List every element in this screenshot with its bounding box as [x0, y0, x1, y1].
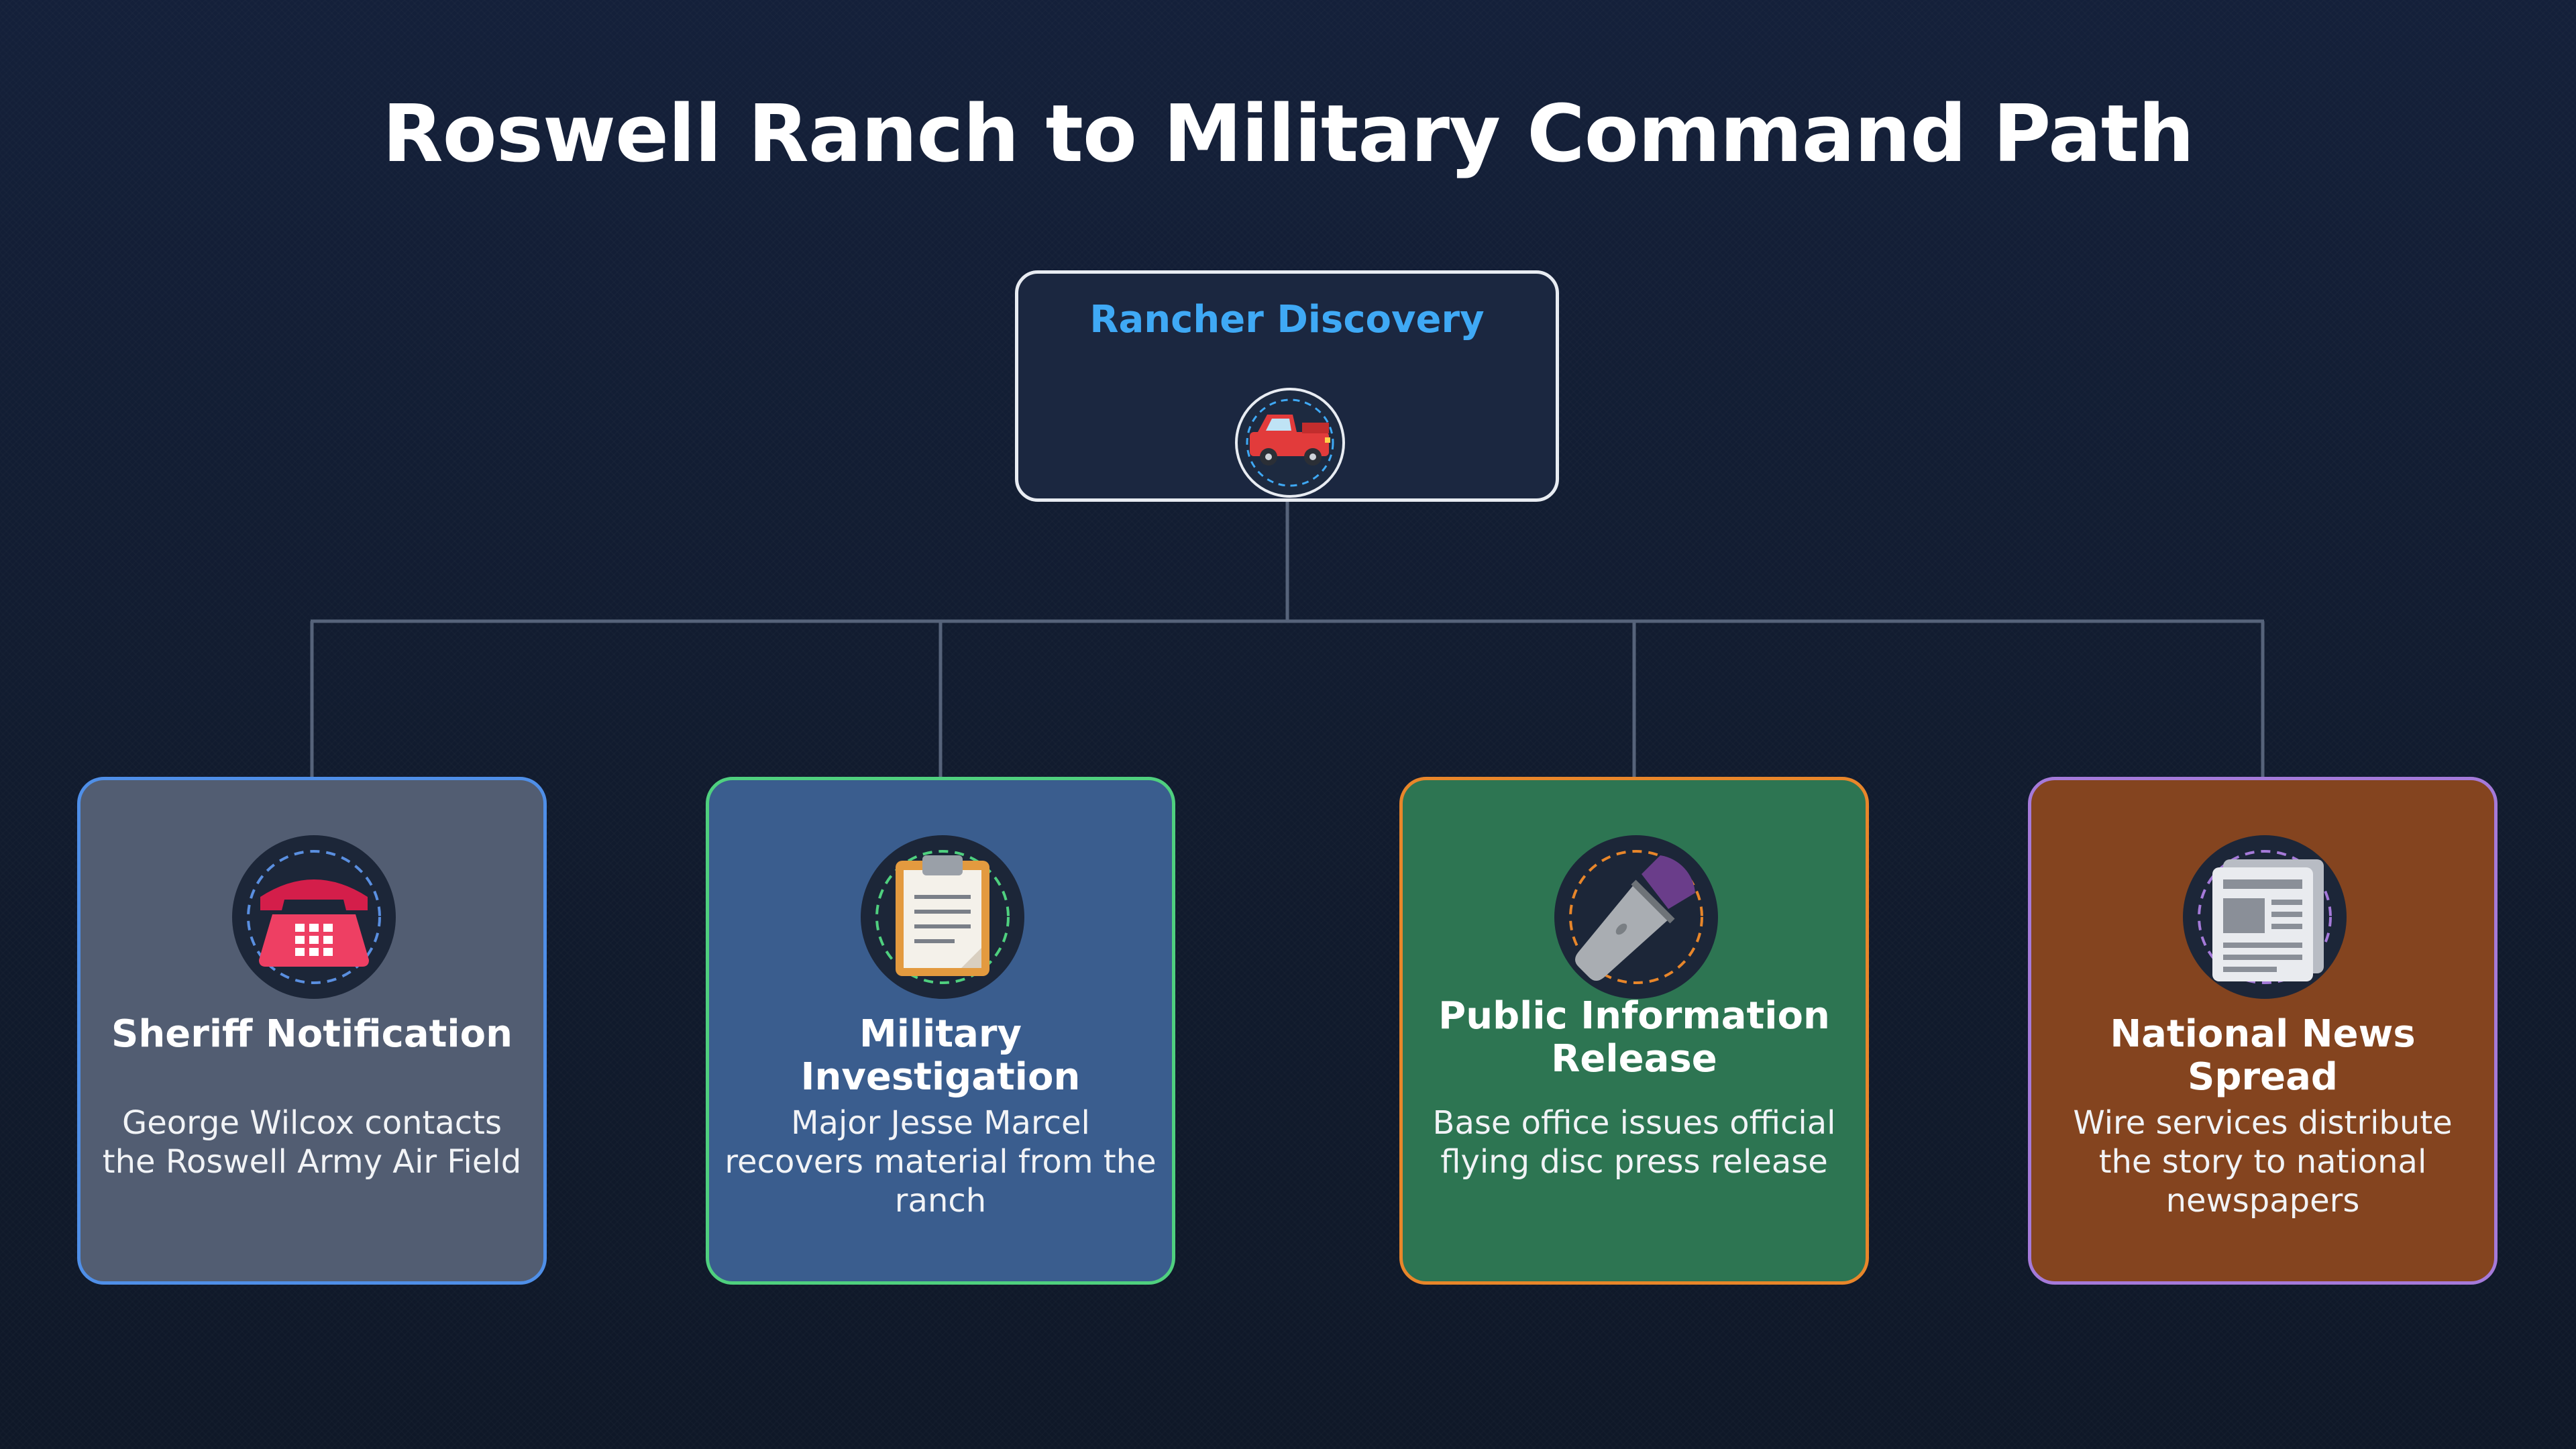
node-military-investigation[interactable]: Military Investigation Major Jesse Marce…	[706, 777, 1175, 1285]
node-description: George Wilcox contacts the Roswell Army …	[102, 1104, 522, 1181]
node-national-news-spread[interactable]: National News Spread Wire services distr…	[2028, 777, 2498, 1285]
node-public-information-release[interactable]: Public Information Release Base office i…	[1399, 777, 1869, 1285]
root-node-rancher-discovery[interactable]: Rancher Discovery	[1015, 270, 1559, 502]
newspaper-icon	[2183, 835, 2347, 999]
node-description: Wire services distribute the story to na…	[2073, 1104, 2453, 1220]
node-title: Public Information Release	[1438, 994, 1830, 1081]
root-node-label: Rancher Discovery	[1089, 298, 1485, 341]
node-title: National News Spread	[2110, 1012, 2416, 1099]
node-title: Sheriff Notification	[111, 1012, 513, 1056]
pickup-truck-icon	[1235, 388, 1345, 498]
node-title: Military Investigation	[800, 1012, 1081, 1099]
clipboard-icon	[861, 835, 1024, 999]
telephone-icon	[232, 835, 396, 999]
node-description: Base office issues official flying disc …	[1432, 1104, 1836, 1181]
microphone-icon	[1554, 835, 1718, 999]
diagram-title: Roswell Ranch to Military Command Path	[382, 87, 2194, 180]
node-description: Major Jesse Marcel recovers material fro…	[724, 1104, 1157, 1220]
node-sheriff-notification[interactable]: Sheriff Notification George Wilcox conta…	[77, 777, 547, 1285]
